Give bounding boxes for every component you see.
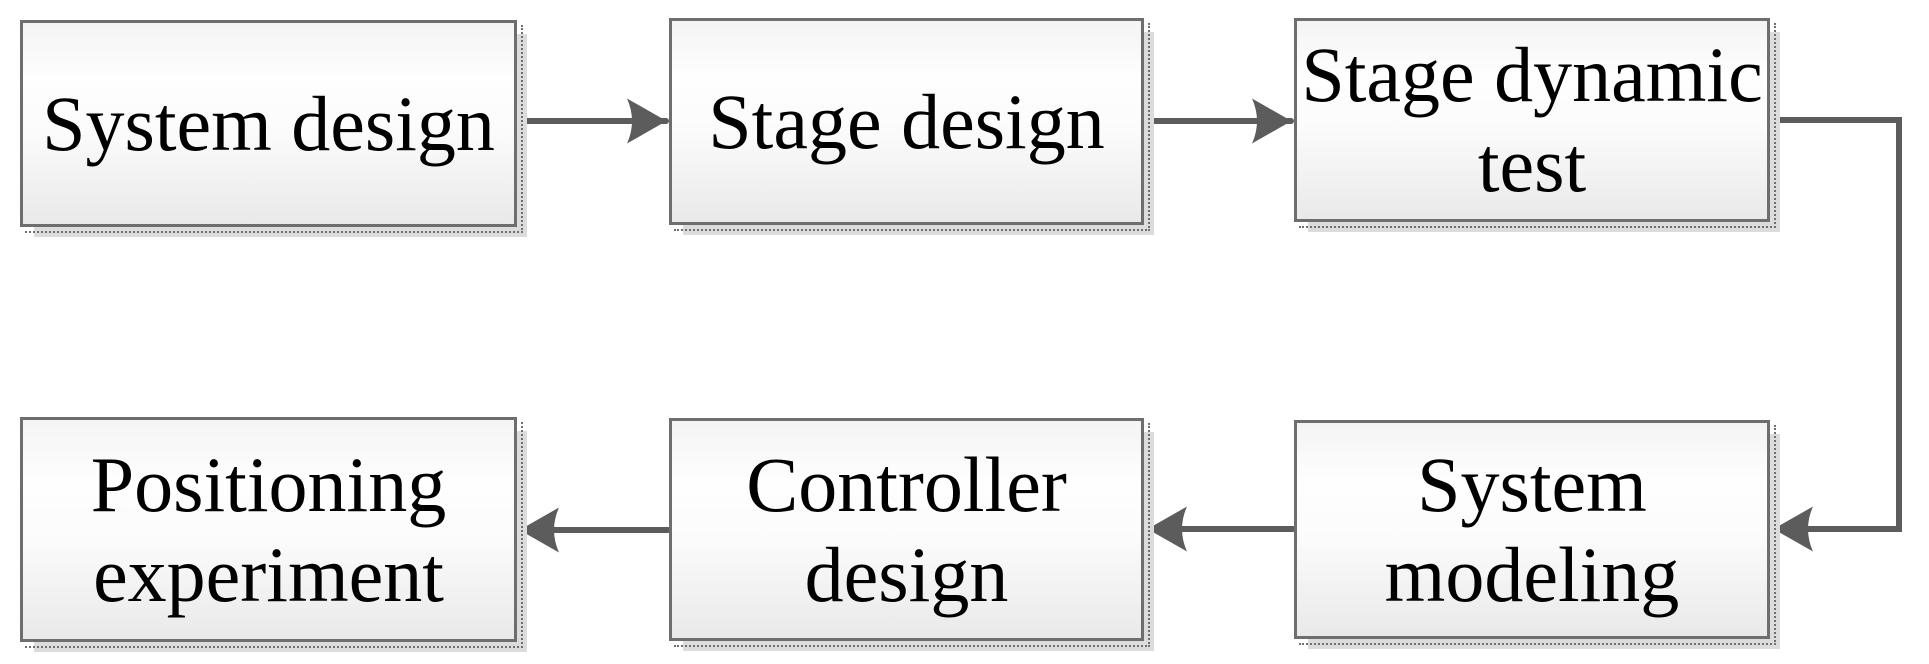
node-stage-dynamic-test: Stage dynamic test [1294,18,1776,228]
node-label-line: Stage design [708,77,1105,165]
node-label-line: Positioning [90,440,447,528]
node-label-line: experiment [93,530,444,618]
node-label-line: modeling [1384,530,1680,618]
arrow-stage-dynamic-test-to-system-modeling [1763,117,1902,552]
node-controller-design: Controller design [669,418,1150,647]
node-label-line: Controller [746,440,1067,528]
node-label-line: test [1477,121,1587,208]
node-positioning-experiment: Positioning experiment [20,417,523,648]
node-stage-design: Stage design [669,18,1150,231]
node-system-design: System design [20,20,523,233]
node-label-line: Stage dynamic [1301,31,1763,118]
node-label-line: System design [42,79,495,167]
node-label-line: design [804,530,1009,618]
node-label-line: System [1417,440,1647,528]
node-system-modeling: System modeling [1294,420,1776,645]
